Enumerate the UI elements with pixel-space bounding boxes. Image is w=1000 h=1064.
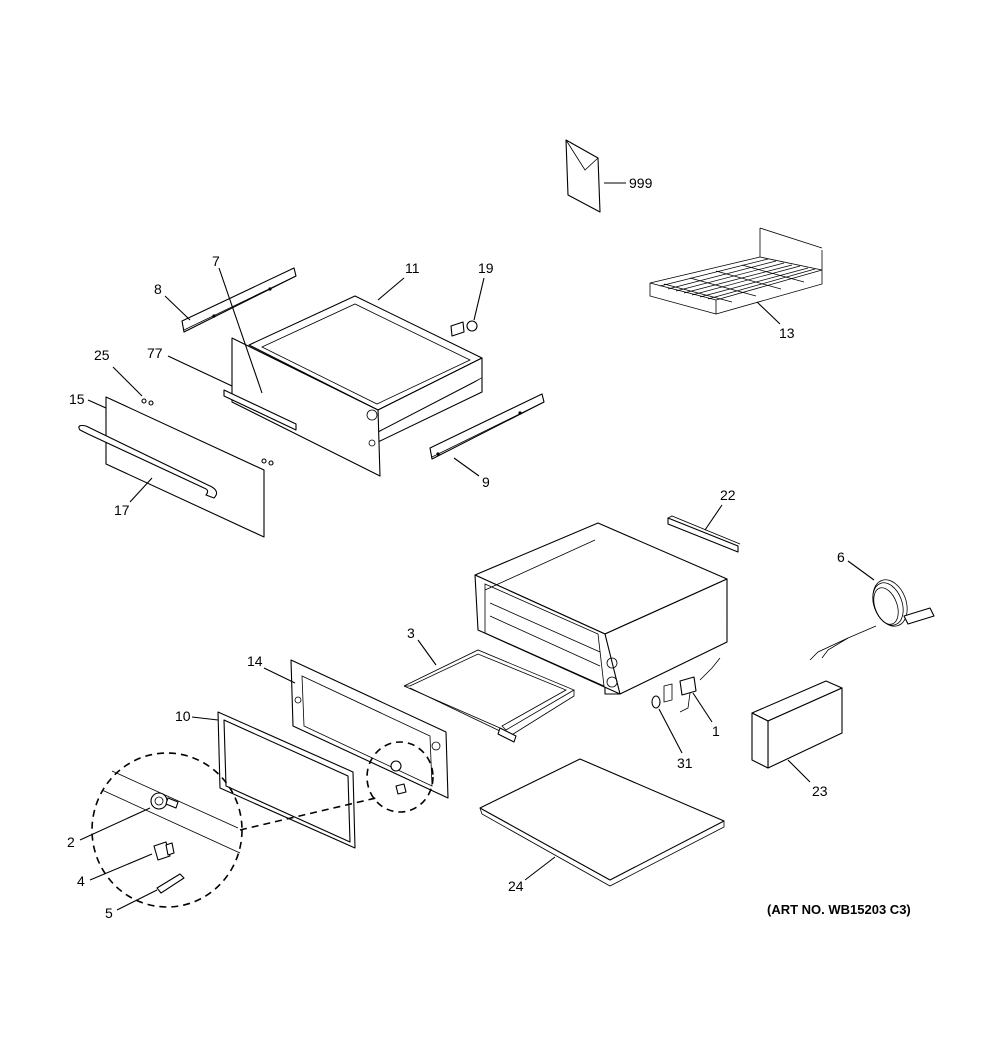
callout-10: 10 bbox=[175, 708, 191, 724]
part-15-drawer-front bbox=[105, 396, 265, 538]
callout-14: 14 bbox=[247, 653, 263, 669]
part-14-control-panel bbox=[290, 659, 449, 799]
detail-circle-panel bbox=[366, 741, 434, 813]
part-5-sensor bbox=[156, 873, 185, 894]
callout-23: 23 bbox=[812, 783, 828, 799]
callout-22: 22 bbox=[720, 487, 736, 503]
part-8-rail bbox=[181, 267, 297, 333]
callout-9: 9 bbox=[482, 474, 490, 490]
callout-31: 31 bbox=[677, 755, 693, 771]
part-17-handle bbox=[78, 424, 218, 499]
callout-5: 5 bbox=[105, 905, 113, 921]
part-22-bracket bbox=[667, 515, 741, 553]
callout-13: 13 bbox=[779, 325, 795, 341]
part-4-switch bbox=[153, 841, 175, 861]
part-25-screws bbox=[141, 398, 274, 466]
part-31-grommet bbox=[651, 695, 661, 709]
callout-2: 2 bbox=[67, 834, 75, 850]
art-number: (ART NO. WB15203 C3) bbox=[767, 902, 911, 917]
callout-3: 3 bbox=[407, 625, 415, 641]
part-housing bbox=[474, 522, 728, 695]
callout-25: 25 bbox=[94, 347, 110, 363]
part-3-heating-element bbox=[403, 649, 575, 743]
part-24-bottom-plate bbox=[479, 758, 725, 887]
callout-11: 11 bbox=[405, 260, 420, 276]
callout-24: 24 bbox=[508, 878, 524, 894]
part-13-rack bbox=[649, 227, 823, 315]
part-2-knob bbox=[101, 770, 241, 854]
part-10-gasket bbox=[217, 711, 356, 849]
part-11-drawer bbox=[223, 295, 483, 477]
callout-999: 999 bbox=[629, 175, 653, 191]
part-23-rear-cover bbox=[751, 680, 843, 769]
panel-detail-parts bbox=[390, 760, 407, 795]
callout-1: 1 bbox=[712, 723, 720, 739]
callout-4: 4 bbox=[77, 873, 85, 889]
part-9-rail bbox=[429, 393, 545, 460]
callout-19: 19 bbox=[478, 260, 494, 276]
part-1-switch bbox=[663, 657, 721, 713]
part-6-power-cord bbox=[809, 579, 935, 661]
callout-15: 15 bbox=[69, 391, 85, 407]
callout-17: 17 bbox=[114, 502, 130, 518]
callout-77: 77 bbox=[147, 345, 163, 361]
callout-6: 6 bbox=[837, 549, 845, 565]
callout-7: 7 bbox=[212, 253, 220, 269]
part-19-bumper bbox=[450, 320, 478, 337]
callout-8: 8 bbox=[154, 281, 162, 297]
part-999-literature bbox=[565, 139, 601, 213]
